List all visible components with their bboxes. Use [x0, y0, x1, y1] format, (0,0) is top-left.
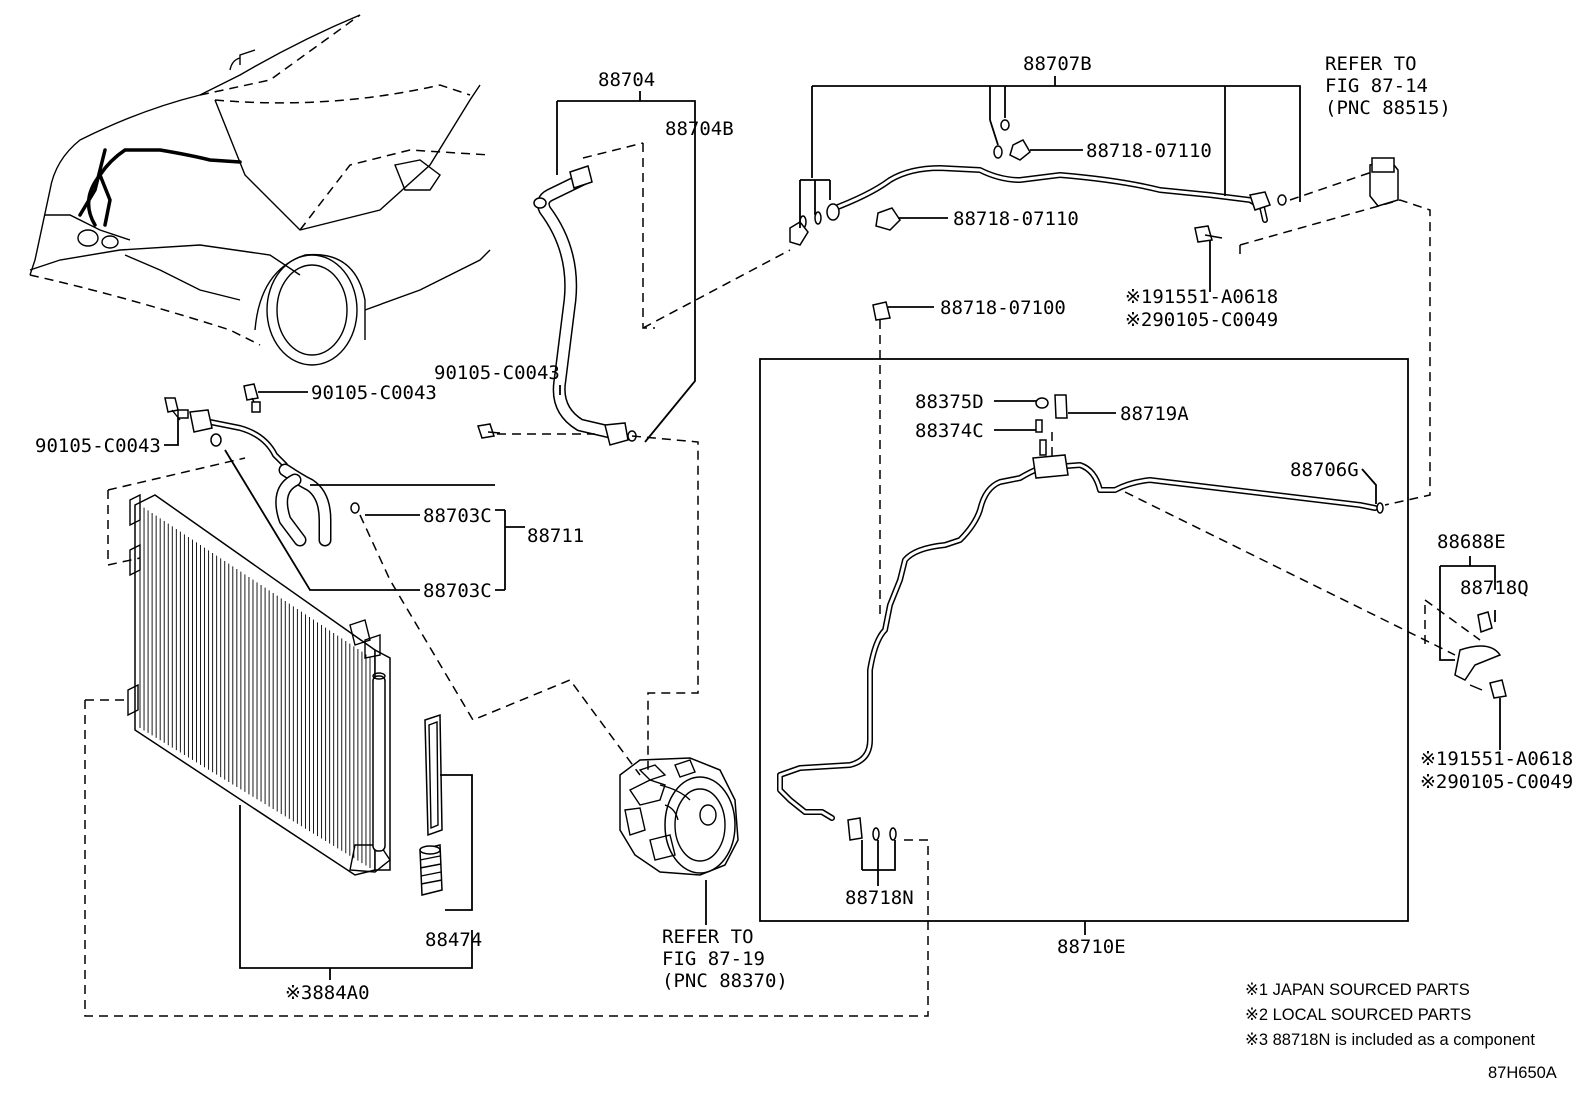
dashed-connectors — [84, 142, 1481, 1017]
vehicle-outline — [29, 14, 491, 366]
label-191551-a0618-upper[interactable]: ※191551-A0618 — [1125, 286, 1278, 308]
label-88718-07110-upper[interactable]: 88718-07110 — [1086, 140, 1212, 162]
fasteners — [164, 119, 1507, 699]
label-884a0[interactable]: ※3884A0 — [285, 982, 370, 1004]
label-290105-c0049-lower[interactable]: ※290105-C0049 — [1420, 771, 1573, 793]
label-88704[interactable]: 88704 — [598, 69, 655, 91]
label-88718q[interactable]: 88718Q — [1460, 577, 1529, 599]
label-88718-07110-lower[interactable]: 88718-07110 — [953, 208, 1079, 230]
label-88474[interactable]: 88474 — [425, 929, 482, 951]
label-90105-c0043-b[interactable]: 90105-C0043 — [434, 362, 560, 384]
label-90105-c0043-a[interactable]: 90105-C0043 — [311, 382, 437, 404]
group-box-88710e — [759, 358, 1409, 922]
label-290105-c0049-upper[interactable]: ※290105-C0049 — [1125, 309, 1278, 331]
label-88707b[interactable]: 88707B — [1023, 53, 1092, 75]
label-88375d[interactable]: 88375D — [915, 391, 984, 413]
label-88711[interactable]: 88711 — [527, 525, 584, 547]
label-88718-07100[interactable]: 88718-07100 — [940, 297, 1066, 319]
pipe-88711 — [189, 409, 360, 547]
refer-line-1: REFER TO — [1325, 53, 1417, 75]
label-88718n[interactable]: 88718N — [845, 887, 914, 909]
label-191551-a0618-lower[interactable]: ※191551-A0618 — [1420, 748, 1573, 770]
refer2-line-1: REFER TO — [662, 926, 754, 948]
diagram-id: 87H650A — [1488, 1064, 1557, 1082]
label-88704b[interactable]: 88704B — [665, 118, 734, 140]
label-88706g[interactable]: 88706G — [1290, 459, 1359, 481]
label-88703c-lower[interactable]: 88703C — [423, 580, 492, 602]
compressor — [619, 757, 739, 876]
refer-line-3: (PNC 88515) — [1325, 97, 1451, 119]
part-labels: 88704 88704B 88707B REFER TO FIG 87-14 (… — [35, 53, 1573, 1004]
label-88374c[interactable]: 88374C — [915, 420, 984, 442]
condenser — [127, 493, 391, 876]
footnotes: ※1 JAPAN SOURCED PARTS ※2 LOCAL SOURCED … — [1245, 981, 1557, 1082]
note-2: ※2 LOCAL SOURCED PARTS — [1245, 1006, 1471, 1024]
refer-line-2: FIG 87-14 — [1325, 75, 1428, 97]
note-1: ※1 JAPAN SOURCED PARTS — [1245, 981, 1470, 999]
label-88688e[interactable]: 88688E — [1437, 531, 1506, 553]
pipe-88707b — [789, 165, 1287, 246]
leader-lines — [164, 76, 1501, 980]
pipe-88710e — [759, 358, 1409, 922]
label-88710e[interactable]: 88710E — [1057, 936, 1126, 958]
label-88719a[interactable]: 88719A — [1120, 403, 1189, 425]
label-90105-c0043-c[interactable]: 90105-C0043 — [35, 435, 161, 457]
note-3: ※3 88718N is included as a component — [1245, 1031, 1535, 1049]
label-88703c-upper[interactable]: 88703C — [423, 505, 492, 527]
refer2-line-3: (PNC 88370) — [662, 970, 788, 992]
filter-part-88474 — [419, 713, 443, 896]
hose-88704 — [533, 165, 637, 446]
refer2-line-2: FIG 87-19 — [662, 948, 765, 970]
